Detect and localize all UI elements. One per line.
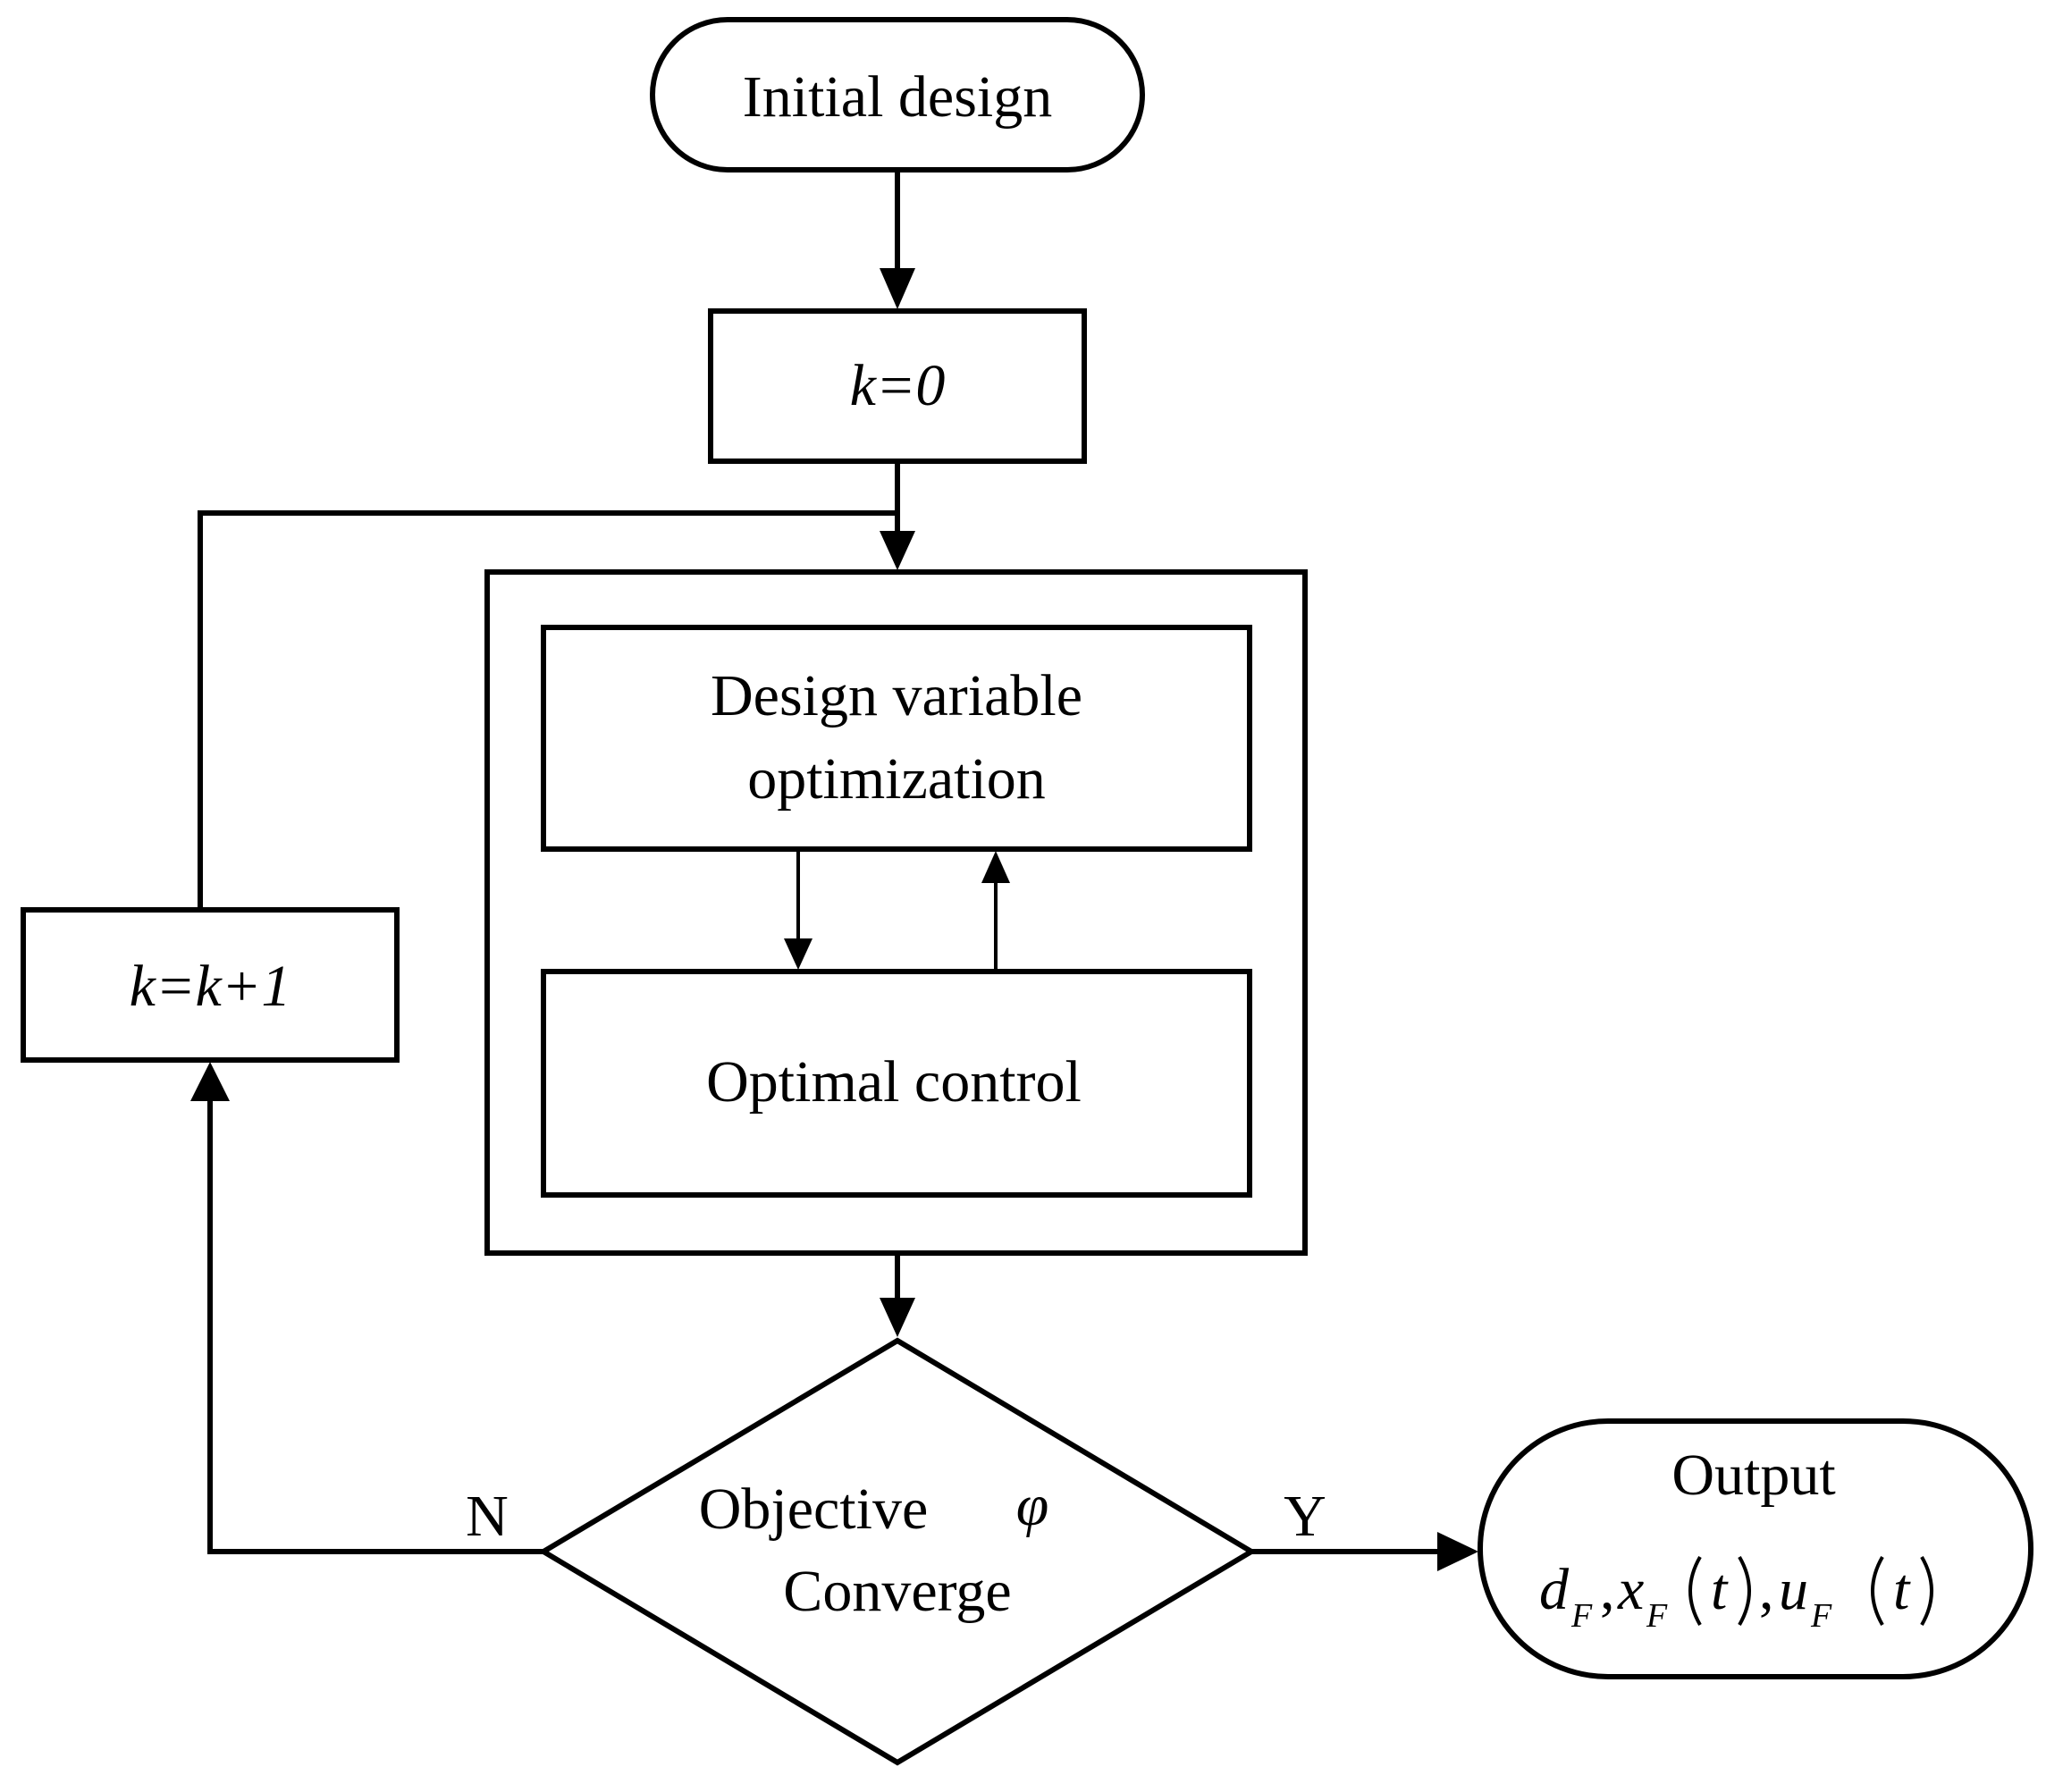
- output-terminator: [1478, 1418, 2033, 1679]
- arrowhead-decision: [880, 1298, 915, 1337]
- arrowhead-increment: [190, 1062, 230, 1101]
- yes-branch-label: Y: [1284, 1484, 1326, 1549]
- formula-u: u: [1779, 1557, 1808, 1622]
- formula-comma-2: ,: [1759, 1557, 1774, 1622]
- formula-d-sub: F: [1570, 1597, 1593, 1635]
- arrowhead-down-inner: [784, 938, 813, 970]
- formula-u-t: t: [1893, 1557, 1911, 1622]
- formula-d: d: [1539, 1557, 1570, 1622]
- output-formula: d F , x F t , u F t: [1539, 1555, 1933, 1635]
- design-variable-box: [541, 625, 1252, 852]
- formula-u-paren-left: [1871, 1555, 1884, 1627]
- no-branch-label: N: [466, 1484, 509, 1549]
- arrowhead-init: [880, 268, 915, 309]
- design-variable-label-line1: Design variable: [711, 663, 1082, 728]
- decision-phi-symbol: φ: [1016, 1473, 1049, 1538]
- loop-back-line: [198, 510, 897, 910]
- formula-comma-1: ,: [1600, 1557, 1615, 1622]
- increment-box: [21, 907, 400, 1063]
- formula-x-t: t: [1711, 1557, 1729, 1622]
- formula-x: x: [1617, 1557, 1644, 1622]
- optimal-control-label: Optimal control: [706, 1049, 1082, 1115]
- formula-u-sub: F: [1810, 1597, 1832, 1635]
- formula-x-sub: F: [1646, 1597, 1668, 1635]
- increment-label: k=k+1: [130, 954, 291, 1019]
- init-box: [708, 308, 1087, 464]
- start-label: Initial design: [743, 64, 1052, 130]
- optimal-control-box: [541, 969, 1252, 1198]
- formula-x-paren-right: [1738, 1555, 1751, 1627]
- decision-label-line2: Converge: [783, 1559, 1011, 1624]
- decision-label-line1: Objective: [699, 1477, 929, 1542]
- formula-u-paren-right: [1920, 1555, 1933, 1627]
- arrowhead-output: [1437, 1532, 1478, 1571]
- decision-diamond: [538, 1337, 1257, 1766]
- design-variable-label-line2: optimization: [747, 746, 1046, 812]
- init-label: k=0: [850, 353, 946, 418]
- output-title: Output: [1671, 1443, 1835, 1508]
- arrowhead-up-inner: [981, 851, 1010, 883]
- formula-x-paren-left: [1688, 1555, 1702, 1627]
- no-branch-line: [207, 1099, 543, 1554]
- arrowhead-outer-box: [880, 531, 915, 570]
